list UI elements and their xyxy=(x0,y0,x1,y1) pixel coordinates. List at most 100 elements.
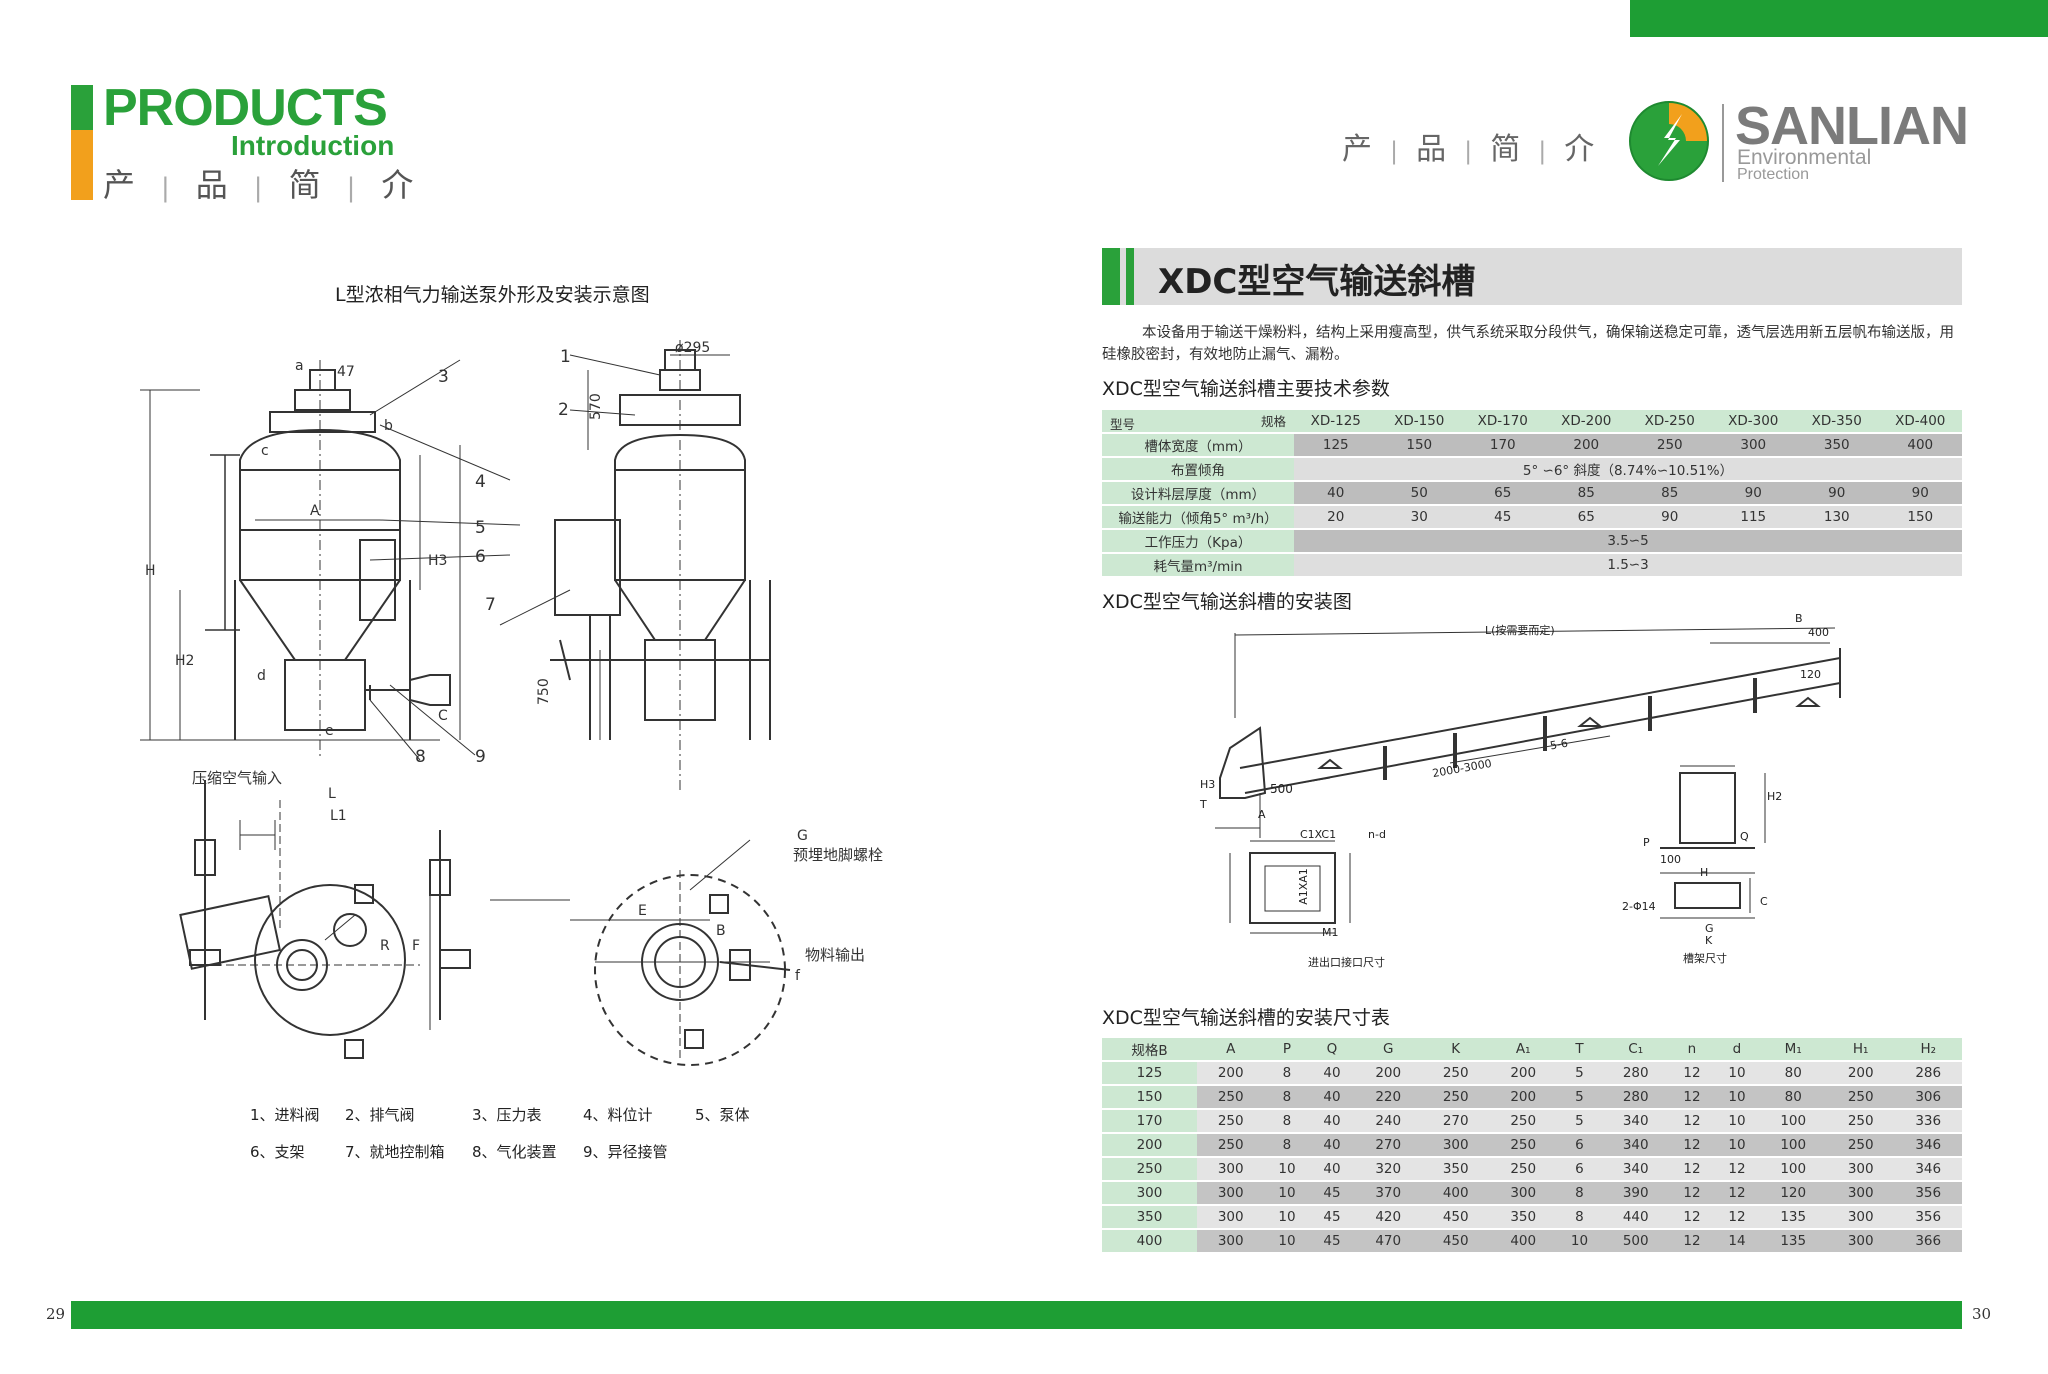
table-cell: 5 xyxy=(1556,1109,1602,1134)
table-cell: 40 xyxy=(1309,1133,1355,1158)
table-row: 耗气量m³/min 1.5∽3 xyxy=(1102,553,1962,578)
table-cell: 250 xyxy=(1421,1061,1490,1086)
table-cell: 356 xyxy=(1894,1181,1962,1206)
dims-header-cell: 规格B xyxy=(1102,1038,1197,1062)
install-label-H2: H2 xyxy=(1767,790,1783,803)
table-cell: 170 xyxy=(1461,433,1545,458)
table-cell: 250 xyxy=(1489,1133,1557,1158)
product-description: 本设备用于输送干燥粉料，结构上采用瘦高型，供气系统采取分段供气，确保输送稳定可靠… xyxy=(1102,325,1954,363)
table-cell: 30 xyxy=(1377,505,1461,530)
table-cell: 125 xyxy=(1294,433,1378,458)
label-b: b xyxy=(384,418,393,434)
table-row: 输送能力（倾角5° m³/h） 20 30 45 65 90 115 130 1… xyxy=(1102,505,1962,530)
install-label-P: P xyxy=(1643,836,1650,849)
left-figure-title: L型浓相气力输送泵外形及安装示意图 xyxy=(335,284,650,306)
dims-header-cell: n xyxy=(1669,1038,1715,1062)
table-cell: 10 xyxy=(1714,1109,1760,1134)
params-row-label: 输送能力（倾角5° m³/h） xyxy=(1102,505,1294,530)
table-cell: 8 xyxy=(1556,1181,1602,1206)
label-a: a xyxy=(295,358,304,374)
table-cell: 200 xyxy=(1102,1133,1197,1158)
install-label-B: B xyxy=(1795,612,1803,625)
install-label-100: 100 xyxy=(1660,853,1681,866)
table-row: 设计料层厚度（mm） 40 50 65 85 85 90 90 90 xyxy=(1102,481,1962,506)
table-cell: 135 xyxy=(1759,1229,1827,1254)
params-model-header: XD-300 xyxy=(1711,410,1795,434)
table-cell: 300 xyxy=(1196,1205,1265,1230)
right-cn-subtitle: 产|品|简|介 xyxy=(1342,132,1607,167)
table-cell: 250 xyxy=(1196,1133,1265,1158)
table-cell: 286 xyxy=(1894,1061,1962,1086)
install-label-L: L(按需要而定) xyxy=(1485,624,1555,637)
install-label-500: 500 xyxy=(1270,782,1293,796)
dims-header-cell: H₂ xyxy=(1894,1038,1962,1062)
table-cell: 336 xyxy=(1894,1109,1962,1134)
table-cell: 130 xyxy=(1795,505,1879,530)
table-cell: 300 xyxy=(1711,433,1795,458)
table-cell: 300 xyxy=(1826,1181,1895,1206)
table-cell: 350 xyxy=(1421,1157,1490,1182)
table-cell: 40 xyxy=(1309,1061,1355,1086)
table-row: 布置倾角 5° ∽6° 斜度（8.74%∽10.51%） xyxy=(1102,457,1962,482)
label-R: R xyxy=(380,938,390,954)
params-model-header: XD-400 xyxy=(1878,410,1962,434)
table-cell: 12 xyxy=(1669,1157,1715,1182)
params-table: 型号 规格 XD-125 XD-150 XD-170 XD-200 XD-250… xyxy=(1102,410,1962,578)
table-cell-span: 3.5∽5 xyxy=(1294,529,1962,554)
table-cell: 240 xyxy=(1354,1109,1422,1134)
table-cell: 450 xyxy=(1421,1205,1490,1230)
callout-4: 4 xyxy=(475,472,486,492)
table-cell: 150 xyxy=(1377,433,1461,458)
install-label-H3: H3 xyxy=(1200,778,1216,791)
side-view-right xyxy=(499,340,771,790)
left-cn-subtitle: 产|品|简|介 xyxy=(103,166,432,204)
label-570: 570 xyxy=(588,393,604,420)
table-cell: 400 xyxy=(1102,1229,1197,1254)
table-cell: 80 xyxy=(1759,1061,1827,1086)
table-cell: 400 xyxy=(1878,433,1962,458)
table-cell: 45 xyxy=(1309,1205,1355,1230)
table-cell: 12 xyxy=(1669,1133,1715,1158)
section-title-bar xyxy=(1102,248,1962,305)
plan-view-right xyxy=(429,830,791,1066)
label-e: e xyxy=(325,723,334,739)
label-anchor-bolt: 预埋地脚螺栓 xyxy=(793,846,883,864)
table-cell: 400 xyxy=(1489,1229,1557,1254)
table-cell: 85 xyxy=(1628,481,1712,506)
table-cell: 340 xyxy=(1601,1109,1670,1134)
label-295: ø295 xyxy=(675,340,710,356)
label-A: A xyxy=(310,503,320,519)
dims-header-cell: G xyxy=(1354,1038,1422,1062)
callout-8: 8 xyxy=(415,747,426,767)
label-C: C xyxy=(438,708,448,724)
table-cell: 450 xyxy=(1421,1229,1490,1254)
table-cell: 65 xyxy=(1544,505,1628,530)
label-750: 750 xyxy=(536,678,552,705)
table-cell: 300 xyxy=(1826,1229,1895,1254)
table-cell: 65 xyxy=(1461,481,1545,506)
table-cell: 8 xyxy=(1264,1085,1310,1110)
params-row-label: 设计料层厚度（mm） xyxy=(1102,481,1294,506)
dims-heading: XDC型空气输送斜槽的安装尺寸表 xyxy=(1102,1007,1390,1029)
table-cell: 10 xyxy=(1714,1133,1760,1158)
dims-header-cell: T xyxy=(1556,1038,1602,1062)
install-label-nd: n-d xyxy=(1368,828,1386,841)
params-heading: XDC型空气输送斜槽主要技术参数 xyxy=(1102,378,1390,400)
install-inlet-caption: 进出口接口尺寸 xyxy=(1308,956,1385,969)
table-cell-span: 5° ∽6° 斜度（8.74%∽10.51%） xyxy=(1294,457,1962,482)
table-cell: 356 xyxy=(1894,1205,1962,1230)
table-cell: 200 xyxy=(1354,1061,1422,1086)
table-cell: 300 xyxy=(1826,1157,1895,1182)
table-cell: 250 xyxy=(1489,1109,1557,1134)
params-model-header: XD-200 xyxy=(1544,410,1628,434)
dims-header-cell: C₁ xyxy=(1601,1038,1670,1062)
callout-6: 6 xyxy=(475,547,486,567)
table-cell: 20 xyxy=(1294,505,1378,530)
table-cell: 200 xyxy=(1489,1061,1557,1086)
install-frame-caption: 槽架尺寸 xyxy=(1683,952,1727,965)
